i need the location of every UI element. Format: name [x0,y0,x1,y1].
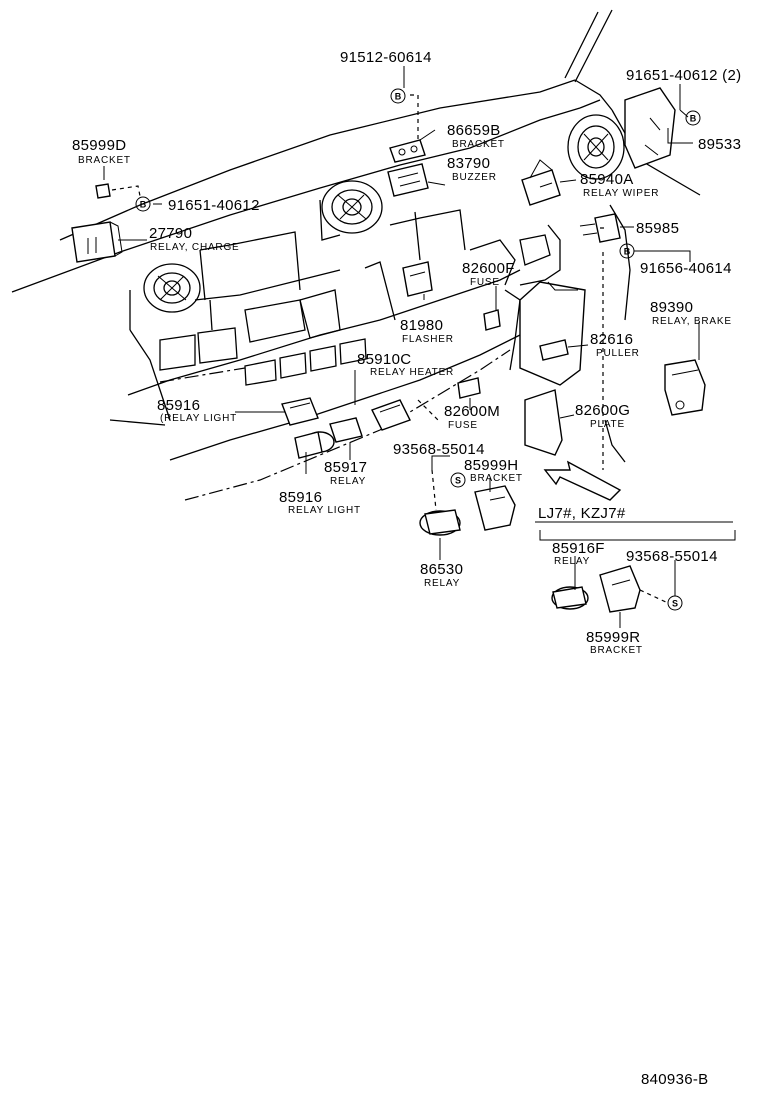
callout-part-number: 93568-55014 [393,441,485,458]
relay-85916f [551,586,589,610]
dashboard-outline [11,9,701,501]
relay-light-85916-lower [294,431,335,459]
vent-center [319,180,383,241]
vent-left [143,263,201,313]
callout-part-number: 85916 [279,489,322,506]
fastener-symbols: B B B B S S [135,88,701,611]
callout-part-number: 91512-60614 [340,49,432,66]
relay-light-85916-upper [281,397,319,426]
plate-82600g [524,389,563,456]
callout-part-number: 82616 [590,331,633,348]
symbol-s-icon: S [667,595,683,611]
relay-86530 [419,509,461,536]
callout-part-number: 85999H [464,457,518,474]
callout-description: BUZZER [452,172,497,183]
svg-text:B: B [690,114,697,124]
callout-part-number: 85916 [157,397,200,414]
callout-description: RELAY WIPER [583,188,659,199]
callout-labels: 91512-60614 91651-40612 (2) 89533 85999D… [72,49,741,1088]
fuse-82600f [483,309,501,331]
svg-text:B: B [395,92,402,102]
leader-lines [103,66,736,628]
bracket-85999r [599,565,641,613]
callout-part-number: 85917 [324,459,367,476]
callout-part-number: 83790 [447,155,490,172]
callout-part-number: 85999D [72,137,126,154]
callout-part-number: 93568-55014 [626,548,718,565]
callout-description: BRACKET [78,155,131,166]
module-89533 [624,87,676,169]
callout-description: RELAY [424,578,460,589]
callout-description: BRACKET [452,139,505,150]
svg-text:B: B [624,247,631,257]
callout-description: RELAY [554,556,590,567]
variant-label: LJ7#, KZJ7# [538,505,626,522]
callout-description: RELAY HEATER [370,367,454,378]
svg-text:B: B [140,200,147,210]
relay-85917 [329,417,363,443]
callout-part-number: 86530 [420,561,463,578]
callout-part-number: 85940A [580,171,634,188]
switch-panel [159,209,466,386]
callout-part-number: 82600F [462,260,515,277]
relay-charge-27790 [71,221,123,263]
relay-85985 [579,213,621,243]
symbol-b-icon: B [390,88,406,104]
callout-part-number: 81980 [400,317,443,334]
direction-arrow [543,460,622,501]
callout-part-number: 85999R [586,629,640,646]
svg-text:S: S [672,599,678,609]
bracket-85999d [95,183,141,199]
callout-part-number: 89533 [698,136,741,153]
relay-heater-85910c [371,399,411,431]
junction-block [519,281,586,386]
callout-description: (RELAY LIGHT [160,413,237,424]
callout-description: RELAY LIGHT [288,505,361,516]
callout-part-number: 86659B [447,122,501,139]
bracket-85999h [474,485,516,531]
vent-right [567,114,625,180]
callout-part-number: 85916F [552,540,605,557]
callout-description: FUSE [448,420,478,431]
relay-wiper-85940a [521,159,561,206]
symbol-b-icon: B [135,196,151,212]
bracket-86659b [389,94,426,163]
relay-brake-89390 [664,359,706,416]
callout-description: PLATE [590,419,625,430]
callout-part-number: 91656-40614 [640,260,732,277]
callout-description: RELAY, CHARGE [150,242,240,253]
callout-part-number: 27790 [149,225,192,242]
callout-description: FUSE [470,277,500,288]
callout-part-number: 89390 [650,299,693,316]
callout-description: BRACKET [590,645,643,656]
symbol-b-icon: B [619,243,635,259]
symbol-b-icon: B [685,110,701,126]
callout-part-number: 82600M [444,403,500,420]
callout-description: PULLER [596,348,640,359]
callout-description: RELAY [330,476,366,487]
buzzer-83790 [387,163,429,197]
symbol-s-icon: S [450,472,466,488]
callout-part-number: 85910C [357,351,411,368]
diagram-code: 840936-B [641,1071,708,1088]
fuse-82600m [457,377,481,399]
flasher-81980 [402,261,433,297]
callout-description: BRACKET [470,473,523,484]
callout-part-number: 82600G [575,402,630,419]
callout-description: FLASHER [402,334,454,345]
svg-text:S: S [455,476,461,486]
callout-part-number: 85985 [636,220,679,237]
callout-part-number: 91651-40612 [168,197,260,214]
callout-part-number: 91651-40612 (2) [626,67,741,84]
callout-description: RELAY, BRAKE [652,316,732,327]
